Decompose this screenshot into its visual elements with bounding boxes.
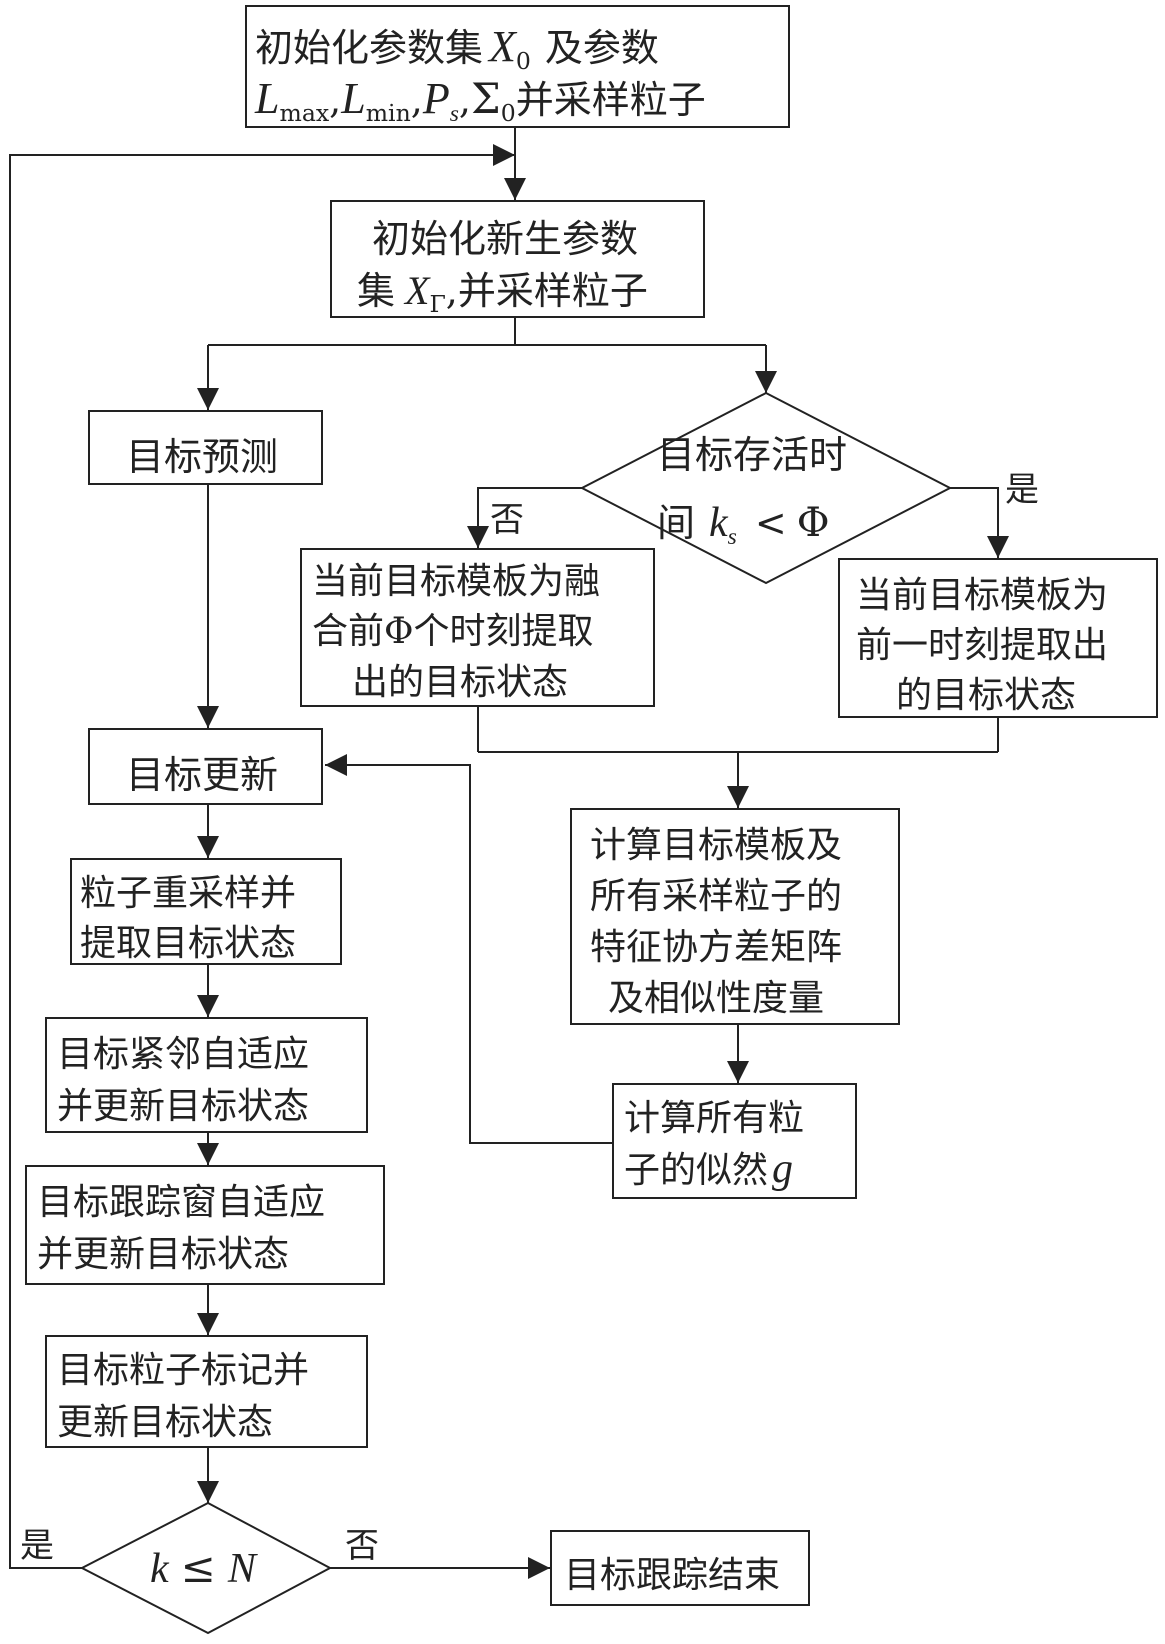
edge-likelihood-to-update (325, 765, 612, 1143)
node-predict: 目标预测 (88, 410, 323, 485)
node-window-adapt: 目标跟踪窗自适应 并更新目标状态 (25, 1165, 385, 1285)
label-loop-yes: 是 (20, 1518, 54, 1567)
node-init: 初始化参数集X0及参数 Lmax,Lmin,Ps,Σ0并采样粒子 (245, 5, 790, 128)
node-newborn: 初始化新生参数 集XΓ,并采样粒子 (330, 200, 705, 318)
decision-loop-text: k≤N (150, 1543, 256, 1593)
node-likelihood: 计算所有粒 子的似然g (612, 1083, 857, 1199)
edge-survival-yes (950, 488, 998, 558)
node-resample: 粒子重采样并 提取目标状态 (70, 858, 342, 965)
label-survival-yes: 是 (1005, 462, 1039, 511)
node-neighbor-adapt: 目标紧邻自适应 并更新目标状态 (45, 1017, 368, 1133)
node-end: 目标跟踪结束 (550, 1530, 810, 1606)
label-loop-no: 否 (345, 1518, 379, 1567)
node-template-previous: 当前目标模板为 前一时刻提取出 的目标状态 (838, 558, 1158, 718)
label-survival-no: 否 (490, 492, 524, 541)
node-template-fused: 当前目标模板为融 合前Φ个时刻提取 出的目标状态 (300, 548, 655, 707)
node-update: 目标更新 (88, 728, 323, 805)
node-covariance: 计算目标模板及 所有采样粒子的 特征协方差矩阵 及相似性度量 (570, 808, 900, 1025)
node-particle-label: 目标粒子标记并 更新目标状态 (45, 1335, 368, 1448)
decision-survival-text: 目标存活时 (657, 433, 847, 479)
